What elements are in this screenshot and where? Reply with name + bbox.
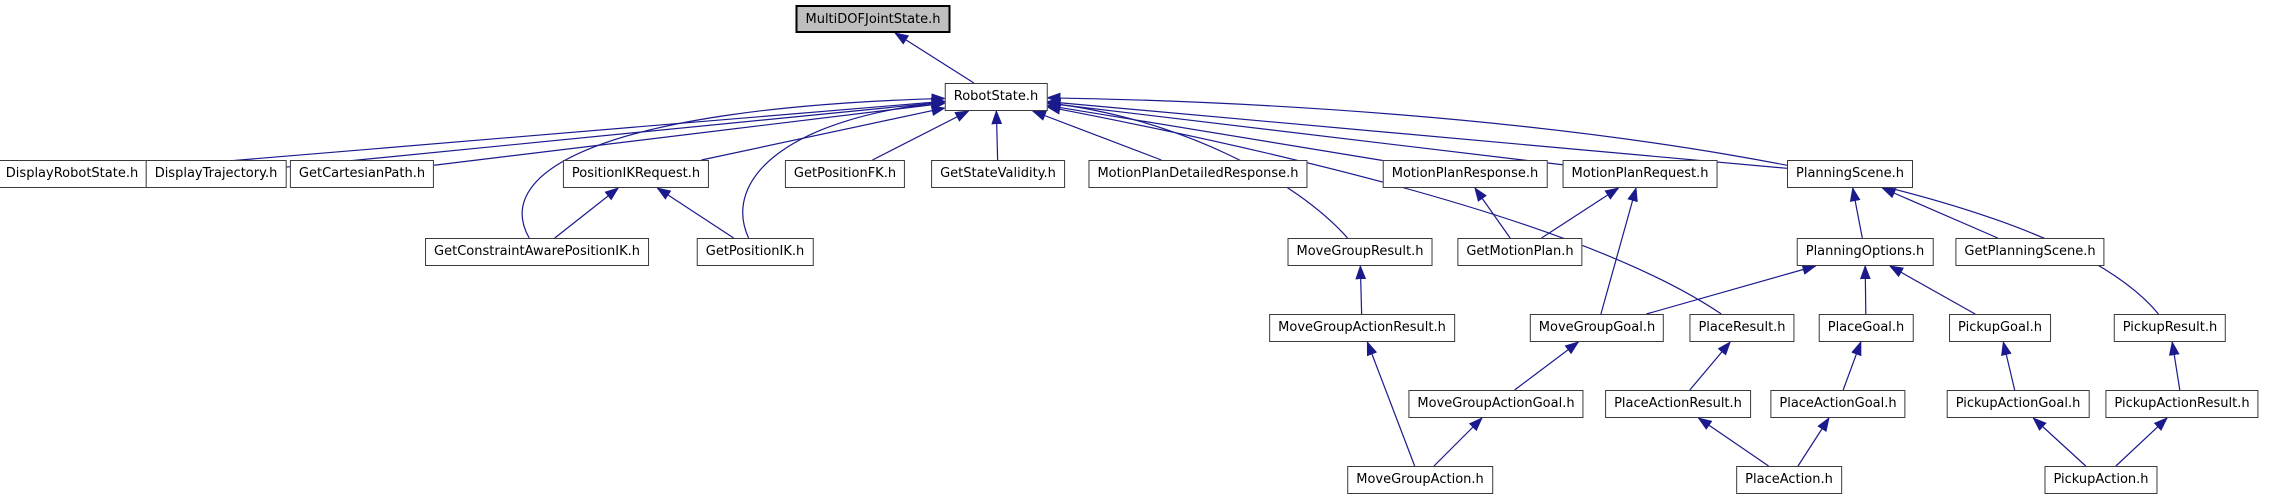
edge-movegroupgoal-to-planningoptions	[1646, 264, 1817, 315]
node-pickupactionresult[interactable]: PickupActionResult.h	[2105, 390, 2259, 418]
edge-robotstate-to-multidofjointstate	[894, 32, 975, 84]
node-movegroupactionresult[interactable]: MoveGroupActionResult.h	[1269, 314, 1455, 342]
node-placegoal[interactable]: PlaceGoal.h	[1818, 314, 1914, 342]
node-placeactiongoal[interactable]: PlaceActionGoal.h	[1770, 390, 1906, 418]
edge-displaytrajectory-to-robotstate	[286, 97, 946, 168]
edge-placeaction-to-placeactiongoal	[1797, 416, 1830, 467]
edge-pickupresult-to-robotstate	[1046, 92, 2159, 315]
edge-getconstraintawarepositionik-to-positionikrequest	[554, 187, 620, 239]
edge-movegroupactiongoal-to-movegroupgoal	[1514, 341, 1580, 391]
edge-motionplanresponse-to-robotstate	[1046, 102, 1383, 162]
node-getmotionplan[interactable]: GetMotionPlan.h	[1457, 238, 1583, 266]
node-pickupgoal[interactable]: PickupGoal.h	[1949, 314, 2051, 342]
node-movegroupaction[interactable]: MoveGroupAction.h	[1347, 466, 1493, 494]
node-movegroupactiongoal[interactable]: MoveGroupActionGoal.h	[1408, 390, 1584, 418]
node-getpositionfk[interactable]: GetPositionFK.h	[784, 160, 906, 188]
edge-positionikrequest-to-robotstate	[701, 105, 946, 161]
node-positionikrequest[interactable]: PositionIKRequest.h	[562, 160, 710, 188]
edge-motionplandetailedresponse-to-robotstate	[1031, 110, 1162, 161]
node-placeaction[interactable]: PlaceAction.h	[1736, 466, 1842, 494]
node-displaytrajectory[interactable]: DisplayTrajectory.h	[145, 160, 287, 188]
node-getplanningscene[interactable]: GetPlanningScene.h	[1955, 238, 2105, 266]
node-getpositionik[interactable]: GetPositionIK.h	[696, 238, 814, 266]
edge-pickupactionresult-to-pickupresult	[2168, 340, 2181, 391]
node-movegroupresult[interactable]: MoveGroupResult.h	[1287, 238, 1433, 266]
node-robotstate[interactable]: RobotState.h	[944, 83, 1048, 111]
edge-movegroupresult-to-robotstate	[1046, 98, 1349, 239]
edge-getmotionplan-to-motionplanrequest	[1541, 187, 1620, 239]
edge-getpositionik-to-robotstate	[742, 98, 946, 239]
edge-placeactiongoal-to-placegoal	[1842, 340, 1862, 391]
edge-movegroupgoal-to-motionplanrequest	[1600, 186, 1638, 315]
edge-planningoptions-to-planningscene	[1849, 186, 1863, 239]
node-getcartesianpath[interactable]: GetCartesianPath.h	[289, 160, 435, 188]
node-planningoptions[interactable]: PlanningOptions.h	[1796, 238, 1934, 266]
edge-movegroupaction-to-movegroupactionresult	[1366, 340, 1416, 467]
node-displayrobotstate[interactable]: DisplayRobotState.h	[0, 160, 148, 188]
edge-pickupactiongoal-to-pickupgoal	[2001, 340, 2016, 391]
edge-pickupgoal-to-planningoptions	[1888, 265, 1976, 315]
edge-planningscene-to-robotstate	[1046, 97, 1788, 169]
edge-placeaction-to-placeactionresult	[1697, 417, 1769, 467]
node-pickupaction[interactable]: PickupAction.h	[2044, 466, 2158, 494]
edge-getstatevalidity-to-robotstate	[991, 109, 1003, 161]
edge-getpositionfk-to-robotstate	[872, 110, 970, 161]
node-pickupresult[interactable]: PickupResult.h	[2113, 314, 2227, 342]
node-placeactionresult[interactable]: PlaceActionResult.h	[1605, 390, 1751, 418]
edge-displayrobotstate-to-robotstate	[147, 96, 946, 169]
edge-getmotionplan-to-motionplanresponse	[1474, 187, 1511, 239]
node-movegroupgoal[interactable]: MoveGroupGoal.h	[1529, 314, 1665, 342]
edge-getpositionik-to-positionikrequest	[656, 187, 734, 239]
edge-placegoal-to-planningoptions	[1859, 264, 1871, 315]
node-placeresult[interactable]: PlaceResult.h	[1689, 314, 1795, 342]
edge-getplanningscene-to-planningscene	[1881, 187, 1998, 239]
node-multidofjointstate: MultiDOFJointState.h	[795, 5, 951, 33]
edge-pickupaction-to-pickupactionresult	[2115, 417, 2168, 467]
node-motionplanresponse[interactable]: MotionPlanResponse.h	[1382, 160, 1548, 188]
edge-placeactionresult-to-placeresult	[1689, 341, 1731, 391]
node-pickupactiongoal[interactable]: PickupActionGoal.h	[1946, 390, 2090, 418]
node-getstatevalidity[interactable]: GetStateValidity.h	[931, 160, 1065, 188]
edge-motionplanrequest-to-robotstate	[1046, 99, 1563, 166]
edge-movegroupactionresult-to-movegroupresult	[1355, 264, 1367, 315]
node-planningscene[interactable]: PlanningScene.h	[1786, 160, 1914, 188]
edge-movegroupaction-to-movegroupactiongoal	[1433, 417, 1483, 467]
node-getconstraintawarepositionik[interactable]: GetConstraintAwarePositionIK.h	[425, 238, 649, 266]
edge-getconstraintawarepositionik-to-robotstate	[521, 93, 946, 239]
edge-placeresult-to-robotstate	[1046, 103, 1722, 315]
node-motionplanrequest[interactable]: MotionPlanRequest.h	[1562, 160, 1718, 188]
edge-getcartesianpath-to-robotstate	[434, 99, 946, 166]
edge-pickupaction-to-pickupactiongoal	[2032, 417, 2087, 467]
node-motionplandetailedresponse[interactable]: MotionPlanDetailedResponse.h	[1088, 160, 1308, 188]
